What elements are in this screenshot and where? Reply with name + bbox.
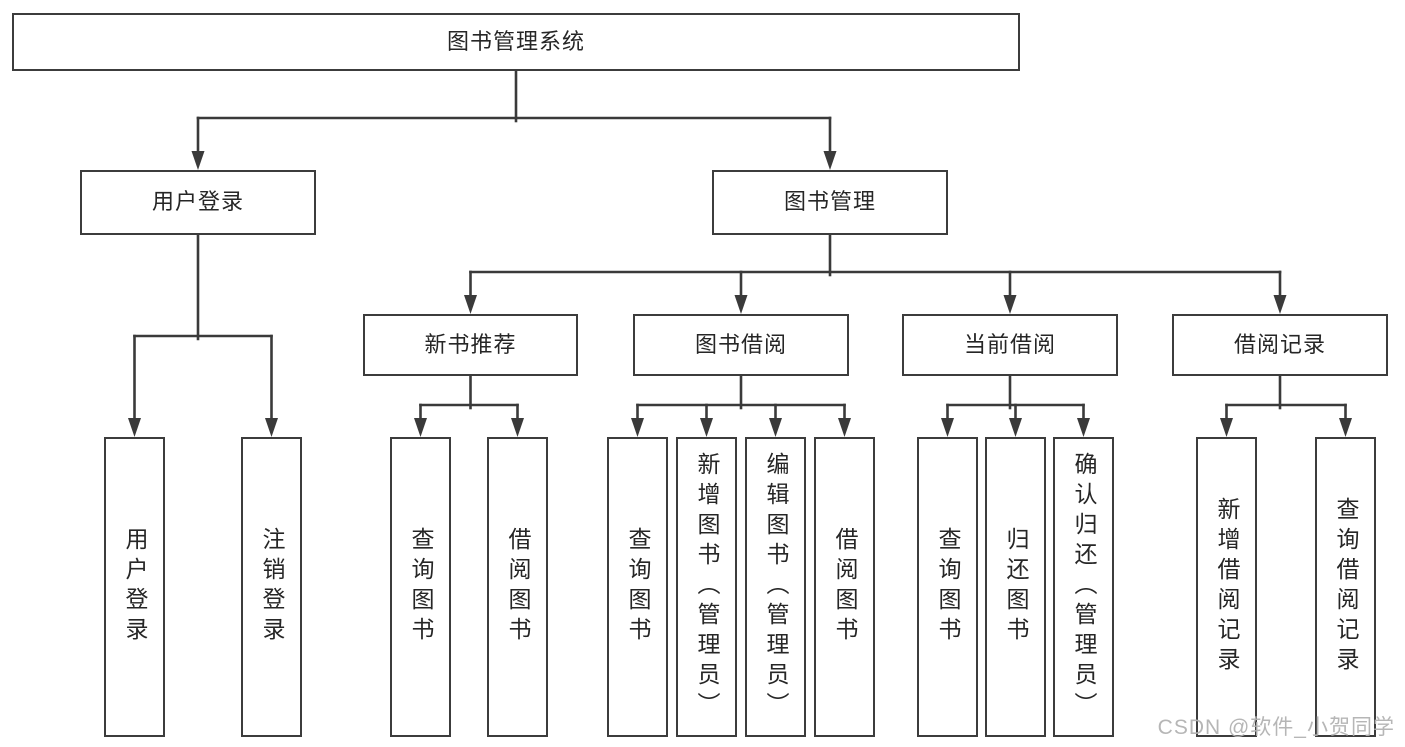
arrowhead-icon [823,151,837,170]
node-logout-leaf: 注销登录 [241,437,302,737]
arrowhead-icon [631,418,644,437]
node-root: 图书管理系统 [12,13,1020,71]
arrowhead-icon [1273,295,1287,314]
node-query-books-1: 查询图书 [390,437,451,737]
node-new-book-recommend: 新书推荐 [363,314,578,376]
node-book-management: 图书管理 [712,170,948,235]
node-query-books-2: 查询图书 [607,437,668,737]
arrowhead-icon [464,295,477,314]
node-book-borrowing: 图书借阅 [633,314,849,376]
node-query-borrow-record: 查询借阅记录 [1315,437,1376,737]
arrowhead-icon [265,418,278,437]
node-confirm-return: 确认归还（管理员） [1053,437,1114,737]
arrowhead-icon [128,418,141,437]
arrowhead-icon [734,295,748,314]
arrowhead-icon [414,418,427,437]
node-borrow-books-1: 借阅图书 [487,437,548,737]
arrowhead-icon [1077,418,1090,437]
arrowhead-icon [700,418,713,437]
watermark: CSDN @软件_小贺同学 [1157,716,1395,739]
arrowhead-icon [1220,418,1233,437]
arrowhead-icon [838,418,851,437]
node-user-login-leaf: 用户登录 [104,437,165,737]
node-borrow-records: 借阅记录 [1172,314,1388,376]
arrowhead-icon [511,418,524,437]
node-current-borrowing: 当前借阅 [902,314,1118,376]
arrowhead-icon [1009,418,1022,437]
node-add-books: 新增图书（管理员） [676,437,737,737]
node-add-borrow-record: 新增借阅记录 [1196,437,1257,737]
arrowhead-icon [769,418,782,437]
node-borrow-books-2: 借阅图书 [814,437,875,737]
node-return-books: 归还图书 [985,437,1046,737]
arrowhead-icon [1003,295,1017,314]
node-user-login: 用户登录 [80,170,316,235]
node-query-books-3: 查询图书 [917,437,978,737]
arrowhead-icon [191,151,205,170]
arrowhead-icon [941,418,954,437]
node-edit-books: 编辑图书（管理员） [745,437,806,737]
arrowhead-icon [1339,418,1352,437]
